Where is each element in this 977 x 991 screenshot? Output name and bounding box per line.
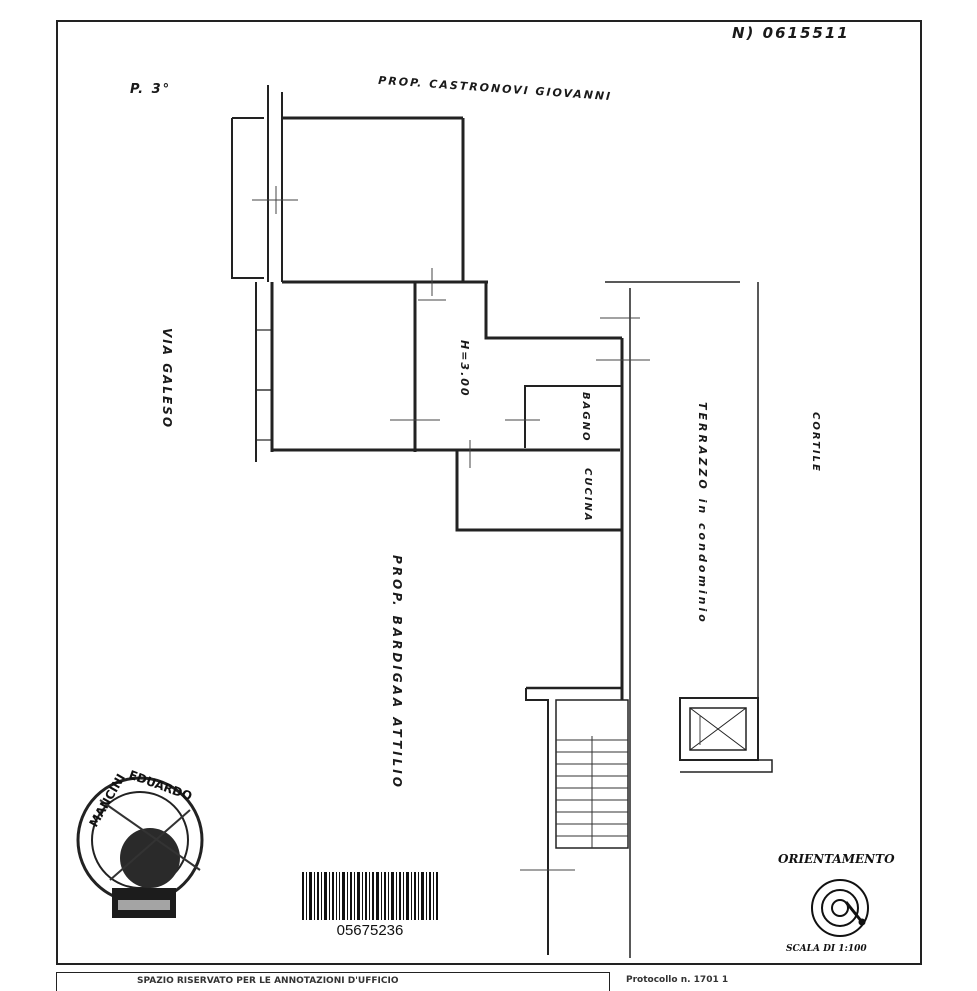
street-label: VIA GALESO [160, 328, 174, 430]
stair-treads [556, 736, 628, 848]
drawing-sheet [56, 20, 922, 965]
protocol-number: Protocollo n. 1701 1 [626, 975, 729, 985]
bath-label: BAGNO [580, 392, 591, 443]
kitchen-label: CUCINA [582, 468, 593, 523]
barcode-bars-icon [302, 872, 438, 920]
compass-icon [811, 879, 869, 937]
scale-label: SCALA DI 1:100 [786, 944, 867, 954]
orientation-label: ORIENTAMENTO [778, 852, 895, 866]
barcode-number: 05675236 [336, 922, 404, 939]
stamp-seal-icon: MANCINI EDUARDO [76, 768, 204, 918]
walls [231, 85, 773, 958]
terrace-label: TERRAZZO in condominio [696, 402, 709, 625]
barcode: 05675236 [300, 872, 440, 939]
room-height-label: H=3.00 [458, 340, 471, 398]
courtyard-label: CORTILE [810, 412, 821, 473]
sheet-number: N) 0615511 [732, 24, 850, 42]
office-notes-title: SPAZIO RISERVATO PER LE ANNOTAZIONI D'UF… [137, 976, 399, 986]
office-notes-box: SPAZIO RISERVATO PER LE ANNOTAZIONI D'UF… [56, 972, 610, 991]
floor-label: P. 3° [130, 82, 172, 97]
owner-south-label: PROP. BARDIGAA ATTILIO [390, 555, 404, 790]
dimension-ticks [252, 186, 701, 871]
svg-text:EDUARDO: EDUARDO [127, 768, 194, 804]
